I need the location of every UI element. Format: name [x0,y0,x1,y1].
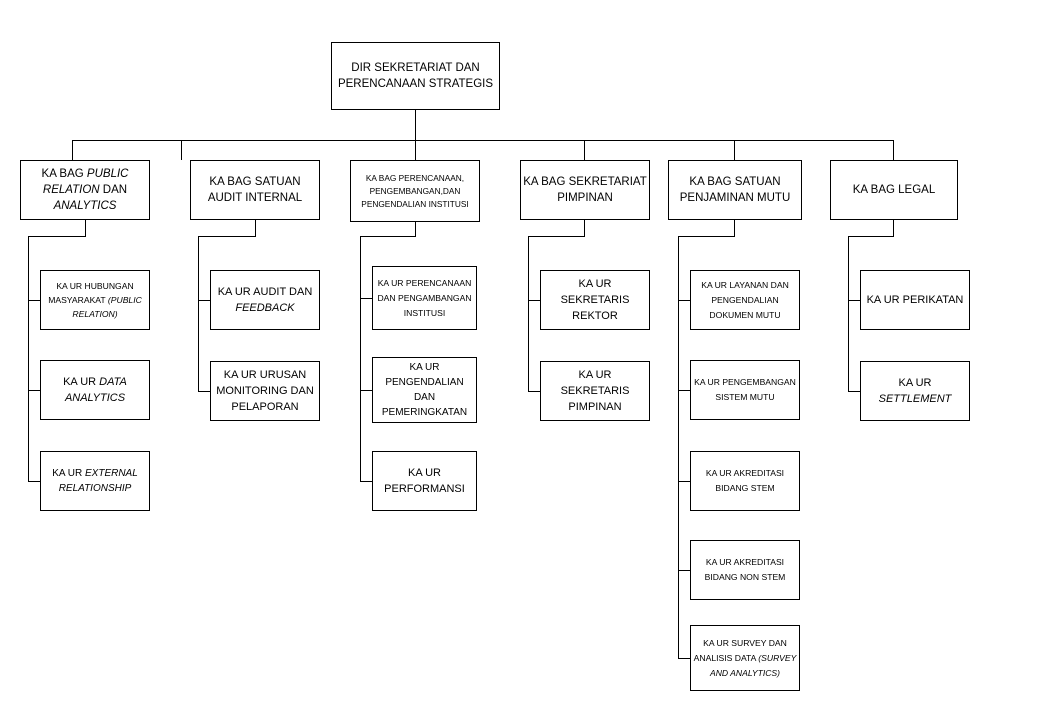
node-label: KA BAG SATUAN AUDIT INTERNAL [207,176,303,204]
connector-c4-branch-1 [528,300,541,301]
connector-c3-branch-1 [360,298,373,299]
connector-root-stem [415,110,416,140]
connector-c6-branch-1 [848,300,861,301]
connector-c5-branch-4 [678,570,691,571]
connector-c2-branch-1 [198,300,211,301]
connector-c4-branch-2 [528,391,541,392]
node-ur-performansi[interactable]: KA UR PERFORMANSI [372,451,477,511]
node-label: KA BAG PUBLIC RELATION DAN ANALYTICS [41,168,129,212]
node-bag-satuan-audit-internal[interactable]: KA BAG SATUAN AUDIT INTERNAL [190,160,320,220]
node-label: KA UR PENGEMBANGAN SISTEM MUTU [694,377,796,402]
connector-c5-branch-2 [678,390,691,391]
node-bag-public-relation[interactable]: KA BAG PUBLIC RELATION DAN ANALYTICS [20,160,150,220]
node-label: KA UR PERENCANAAN DAN PENGAMBANGAN INSTI… [377,277,472,318]
node-label: KA UR AUDIT DAN FEEDBACK [217,286,313,314]
connector-c2-stub-left [198,236,256,237]
node-ur-sekretaris-pimpinan[interactable]: KA UR SEKRETARIS PIMPINAN [540,361,650,421]
node-label: DIR SEKRETARIAT DAN PERENCANAAN STRATEGI… [337,62,494,90]
connector-c5-branch-5 [678,658,691,659]
connector-c6-stub-left [848,236,894,237]
connector-c1-branch-3 [28,481,41,482]
connector-c4-spine [528,236,529,391]
connector-c1-spine [28,236,29,481]
node-ur-data-analytics[interactable]: KA UR DATA ANALYTICS [40,360,150,420]
node-label: KA UR AKREDITASI BIDANG NON STEM [704,557,786,582]
connector-c3-stub-left [360,236,416,237]
connector-c3-branch-3 [360,481,373,482]
node-ur-sekretaris-rektor[interactable]: KA UR SEKRETARIS REKTOR [540,270,650,330]
node-label: KA UR EXTERNAL RELATIONSHIP [52,468,138,494]
node-label: KA UR SETTLEMENT [878,377,952,405]
connector-bus-drop-6 [893,140,894,160]
connector-c1-branch-2 [28,390,41,391]
node-ur-hubungan-masyarakat[interactable]: KA UR HUBUNGAN MASYARAKAT (PUBLIC RELATI… [40,270,150,330]
node-label: KA UR PERIKATAN [866,294,964,306]
node-ur-settlement[interactable]: KA UR SETTLEMENT [860,361,970,421]
node-ur-akreditasi-bidang-non-stem[interactable]: KA UR AKREDITASI BIDANG NON STEM [690,540,800,600]
node-label: KA BAG SATUAN PENJAMINAN MUTU [679,176,791,204]
node-bag-sekretariat-pimpinan[interactable]: KA BAG SEKRETARIAT PIMPINAN [520,160,650,220]
node-bag-satuan-penjaminan-mutu[interactable]: KA BAG SATUAN PENJAMINAN MUTU [668,160,802,220]
connector-c3-branch-2 [360,390,373,391]
connector-c3-stub-down [415,222,416,236]
node-ur-pengembangan-sistem-mutu[interactable]: KA UR PENGEMBANGAN SISTEM MUTU [690,360,800,420]
connector-c3-spine [360,236,361,481]
connector-c5-branch-1 [678,300,691,301]
node-label: KA UR HUBUNGAN MASYARAKAT (PUBLIC RELATI… [48,281,142,319]
connector-c5-stub-left [678,236,735,237]
connector-c1-branch-1 [28,300,41,301]
connector-bus-drop-2 [181,140,182,160]
node-ur-perencanaan-dan-pengambangan-institusi[interactable]: KA UR PERENCANAAN DAN PENGAMBANGAN INSTI… [372,266,477,330]
connector-c6-stub-down [893,220,894,236]
node-bag-legal[interactable]: KA BAG LEGAL [830,160,958,220]
node-ur-akreditasi-bidang-stem[interactable]: KA UR AKREDITASI BIDANG STEM [690,451,800,511]
connector-c6-spine [848,236,849,391]
connector-root-bus [72,140,894,141]
connector-bus-drop-3 [415,140,416,160]
node-ur-urusan-monitoring-dan-pelaporan[interactable]: KA UR URUSAN MONITORING DAN PELAPORAN [210,361,320,421]
node-label: KA UR PERFORMANSI [384,467,465,495]
node-label: KA UR PENGENDALIAN DAN PEMERINGKATAN [381,362,468,418]
connector-c2-spine [198,236,199,391]
connector-c1-stub-left [28,236,86,237]
connector-bus-drop-5 [734,140,735,160]
connector-c4-stub-left [528,236,585,237]
connector-c5-stub-down [734,220,735,236]
node-label: KA BAG SEKRETARIAT PIMPINAN [523,176,647,204]
node-label: KA UR SURVEY DAN ANALISIS DATA (SURVEY A… [693,637,797,678]
connector-bus-drop-4 [584,140,585,160]
node-label: KA BAG PERENCANAAN, PENGEMBANGAN,DAN PEN… [361,172,469,209]
node-ur-perikatan[interactable]: KA UR PERIKATAN [860,270,970,330]
connector-c5-branch-3 [678,481,691,482]
connector-c4-stub-down [584,220,585,236]
node-label: KA UR URUSAN MONITORING DAN PELAPORAN [216,369,314,413]
node-ur-layanan-dan-pengendalian-dokumen-mutu[interactable]: KA UR LAYANAN DAN PENGENDALIAN DOKUMEN M… [690,270,800,330]
node-label: KA BAG LEGAL [852,184,936,196]
node-dir-sekretariat-dan-perencanaan-strategis[interactable]: DIR SEKRETARIAT DAN PERENCANAAN STRATEGI… [331,42,500,110]
connector-c1-stub-down [85,220,86,236]
node-ur-pengendalian-dan-pemeringkatan[interactable]: KA UR PENGENDALIAN DAN PEMERINGKATAN [372,357,477,423]
node-ur-external-relationship[interactable]: KA UR EXTERNAL RELATIONSHIP [40,451,150,511]
connector-c5-spine [678,236,679,658]
connector-c2-branch-2 [198,391,211,392]
node-label: KA UR SEKRETARIS PIMPINAN [560,369,630,413]
node-ur-survey-dan-analisis-data[interactable]: KA UR SURVEY DAN ANALISIS DATA (SURVEY A… [690,625,800,691]
connector-c2-stub-down [255,220,256,236]
connector-bus-drop-1 [72,140,73,160]
node-label: KA UR AKREDITASI BIDANG STEM [705,468,785,493]
node-ur-audit-dan-feedback[interactable]: KA UR AUDIT DAN FEEDBACK [210,270,320,330]
node-label: KA UR DATA ANALYTICS [63,376,127,404]
connector-c6-branch-2 [848,391,861,392]
node-label: KA UR SEKRETARIS REKTOR [560,278,630,322]
node-bag-perencanaan-pengembangan-pengendalian-institusi[interactable]: KA BAG PERENCANAAN, PENGEMBANGAN,DAN PEN… [350,160,480,222]
node-label: KA UR LAYANAN DAN PENGENDALIAN DOKUMEN M… [701,279,789,320]
